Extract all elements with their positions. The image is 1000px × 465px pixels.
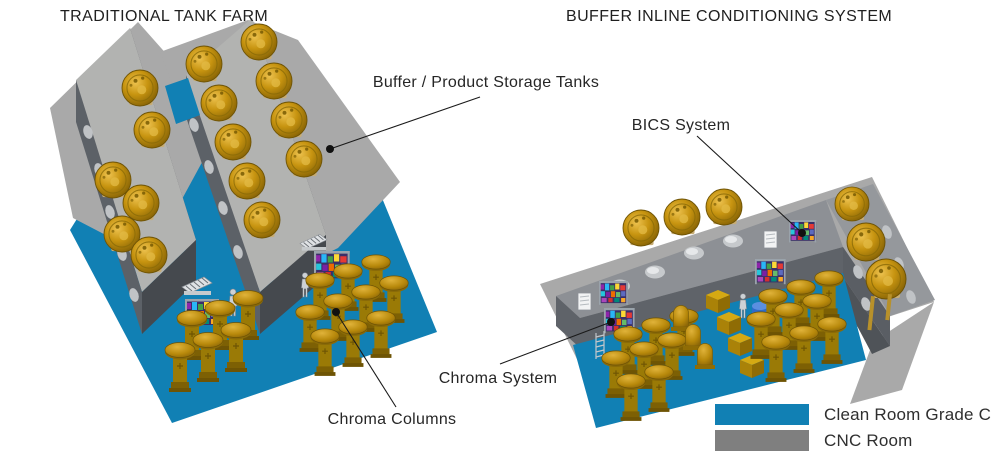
storage-tank-icon bbox=[130, 236, 168, 274]
legend-swatch-cnc bbox=[715, 430, 809, 451]
legend-swatch-clean-room bbox=[715, 404, 809, 425]
storage-tank-icon bbox=[663, 198, 701, 236]
storage-tank-icon bbox=[270, 101, 308, 139]
storage-tank-icon bbox=[185, 45, 223, 83]
leader-line bbox=[499, 321, 612, 365]
traditional-scene-render bbox=[50, 18, 437, 423]
pipe-icon bbox=[867, 296, 875, 331]
wall-panel-icon bbox=[763, 230, 778, 249]
tank-bay bbox=[76, 28, 196, 334]
storage-tank-icon bbox=[214, 123, 252, 161]
legend-label-clean-room: Clean Room Grade C bbox=[824, 404, 992, 424]
vent-bump-icon bbox=[684, 246, 704, 260]
vent-bump-icon bbox=[645, 265, 665, 279]
storage-tank-icon bbox=[846, 222, 886, 262]
storage-tank-icon bbox=[834, 186, 870, 222]
vent-bump-icon bbox=[723, 234, 743, 248]
annotation-dots bbox=[326, 145, 806, 326]
bics-scene-render bbox=[540, 177, 935, 428]
leader-dot bbox=[326, 145, 334, 153]
storage-tank-icon bbox=[285, 140, 323, 178]
storage-tank-icon bbox=[200, 84, 238, 122]
storage-tank-icon bbox=[622, 209, 660, 247]
leader-dot bbox=[332, 308, 340, 316]
scene-title-traditional: TRADITIONAL TANK FARM bbox=[60, 8, 269, 25]
label-storage-tanks: Buffer / Product Storage Tanks bbox=[372, 74, 600, 91]
label-bics-system: BICS System bbox=[631, 117, 731, 134]
clean-room-aisle bbox=[165, 78, 200, 124]
legend-row-cnc: CNC Room bbox=[715, 430, 991, 451]
annotation-lines bbox=[329, 96, 803, 408]
storage-tank-icon bbox=[865, 258, 907, 300]
legend-label-cnc: CNC Room bbox=[824, 430, 913, 450]
cnc-slab bbox=[850, 302, 934, 404]
storage-tank-icon bbox=[243, 201, 281, 239]
leader-line bbox=[696, 135, 803, 234]
storage-tank-icon bbox=[133, 111, 171, 149]
chroma-system-skid-icon bbox=[755, 259, 786, 285]
storage-tank-icon bbox=[122, 184, 160, 222]
scene-title-bics: BUFFER INLINE CONDITIONING SYSTEM bbox=[566, 8, 893, 25]
leader-dot bbox=[607, 318, 615, 326]
leader-dot bbox=[798, 229, 806, 237]
storage-tank-icon bbox=[705, 188, 743, 226]
label-chroma-system: Chroma System bbox=[438, 370, 558, 387]
storage-tank-icon bbox=[228, 162, 266, 200]
storage-tank-icon bbox=[240, 23, 278, 61]
leader-line bbox=[329, 96, 481, 150]
tank-bay bbox=[185, 18, 326, 334]
storage-tank-icon bbox=[255, 62, 293, 100]
leader-line bbox=[335, 311, 397, 408]
legend: Clean Room Grade C CNC Room bbox=[715, 404, 991, 456]
pipe-icon bbox=[885, 294, 892, 321]
legend-row-clean-room: Clean Room Grade C bbox=[715, 404, 991, 425]
storage-tank-icon bbox=[121, 69, 159, 107]
label-chroma-columns: Chroma Columns bbox=[327, 411, 457, 428]
chroma-system-skid-icon bbox=[599, 281, 628, 305]
wall-panel-icon bbox=[577, 292, 592, 311]
storage-tank-icon bbox=[94, 161, 132, 199]
